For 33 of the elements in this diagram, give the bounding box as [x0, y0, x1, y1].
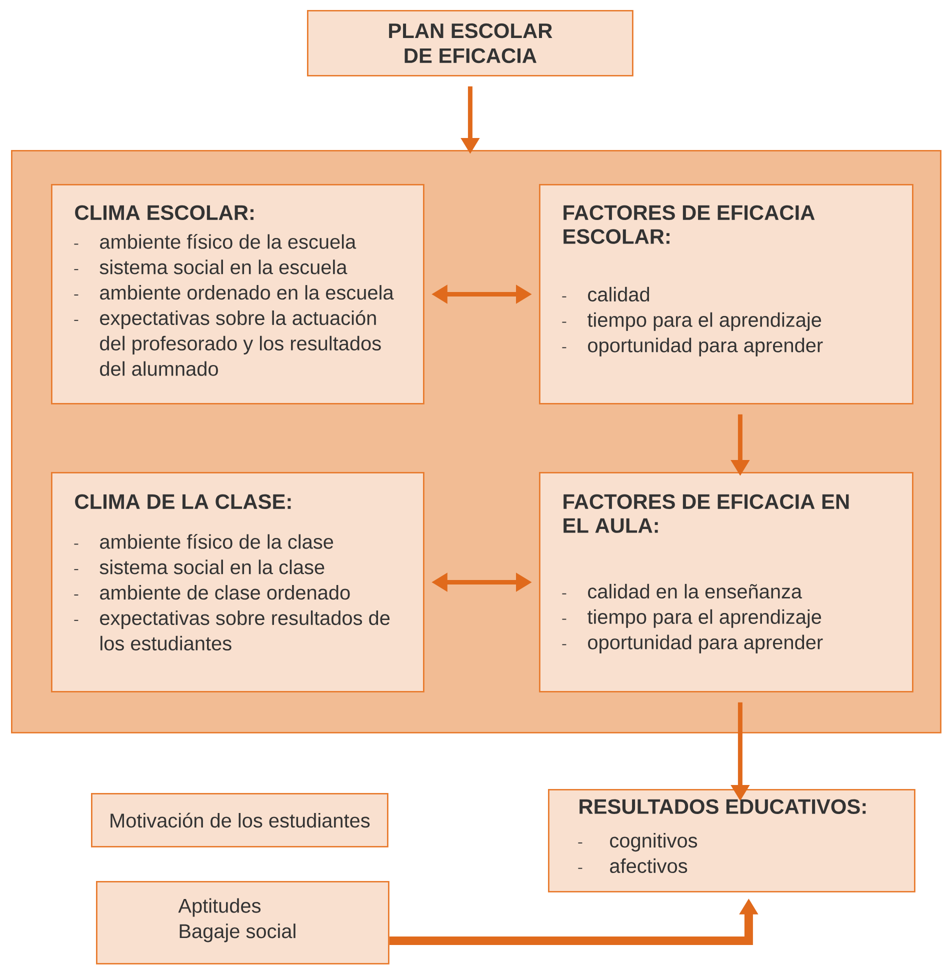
node-label: tiempo para el aprendizaje — [587, 609, 822, 628]
text-box — [51, 472, 424, 692]
node-label: afectivos — [610, 858, 688, 874]
node-label: sistema social en la escuela — [100, 260, 348, 274]
node-label: Aptitudes — [178, 898, 261, 917]
node-label: CLIMA DE LA CLASE: — [75, 494, 291, 510]
node-label: Bagaje social — [180, 924, 296, 942]
node-label: PLAN ESCOLAR DE EFICACIA — [389, 23, 552, 64]
node-label: FACTORES DE EFICACIA EN EL AULA: — [564, 494, 849, 533]
node-label: tiempo para el aprendizaje — [587, 312, 822, 331]
node-label: CLIMA ESCOLAR: — [75, 205, 254, 220]
node-label: ambiente ordenado en la escuela — [100, 285, 394, 300]
node-label: Motivación de los estudiantes — [110, 812, 370, 828]
node-label: sistema social en la clase — [100, 560, 324, 574]
text-box — [548, 789, 916, 892]
node-label: ambiente de clase ordenado — [100, 585, 350, 600]
text-box — [91, 793, 388, 848]
node-label: calidad en la enseñanza — [588, 584, 802, 599]
text-box — [539, 472, 914, 692]
text-box — [96, 881, 390, 964]
node-label: ambiente físico de la escuela — [100, 234, 356, 249]
node-label: FACTORES DE EFICACIA ESCOLAR: — [564, 205, 815, 244]
node-label: cognitivos — [610, 833, 698, 852]
text-box — [51, 184, 424, 404]
node-label: expectativas sobre resultados de los estudiantes — [100, 610, 390, 650]
node-label: ambiente físico de la clase — [100, 534, 334, 549]
text-box — [307, 10, 634, 76]
node-label: calidad — [588, 286, 650, 302]
node-label: RESULTADOS EDUCATIVOS: — [580, 799, 866, 814]
node-label: expectativas sobre la actuación del profesorado y los resultados del alumnado — [100, 310, 381, 376]
node-label: oportunidad para aprender — [588, 634, 823, 654]
node-label: oportunidad para aprender — [588, 338, 823, 356]
text-box — [539, 184, 914, 404]
